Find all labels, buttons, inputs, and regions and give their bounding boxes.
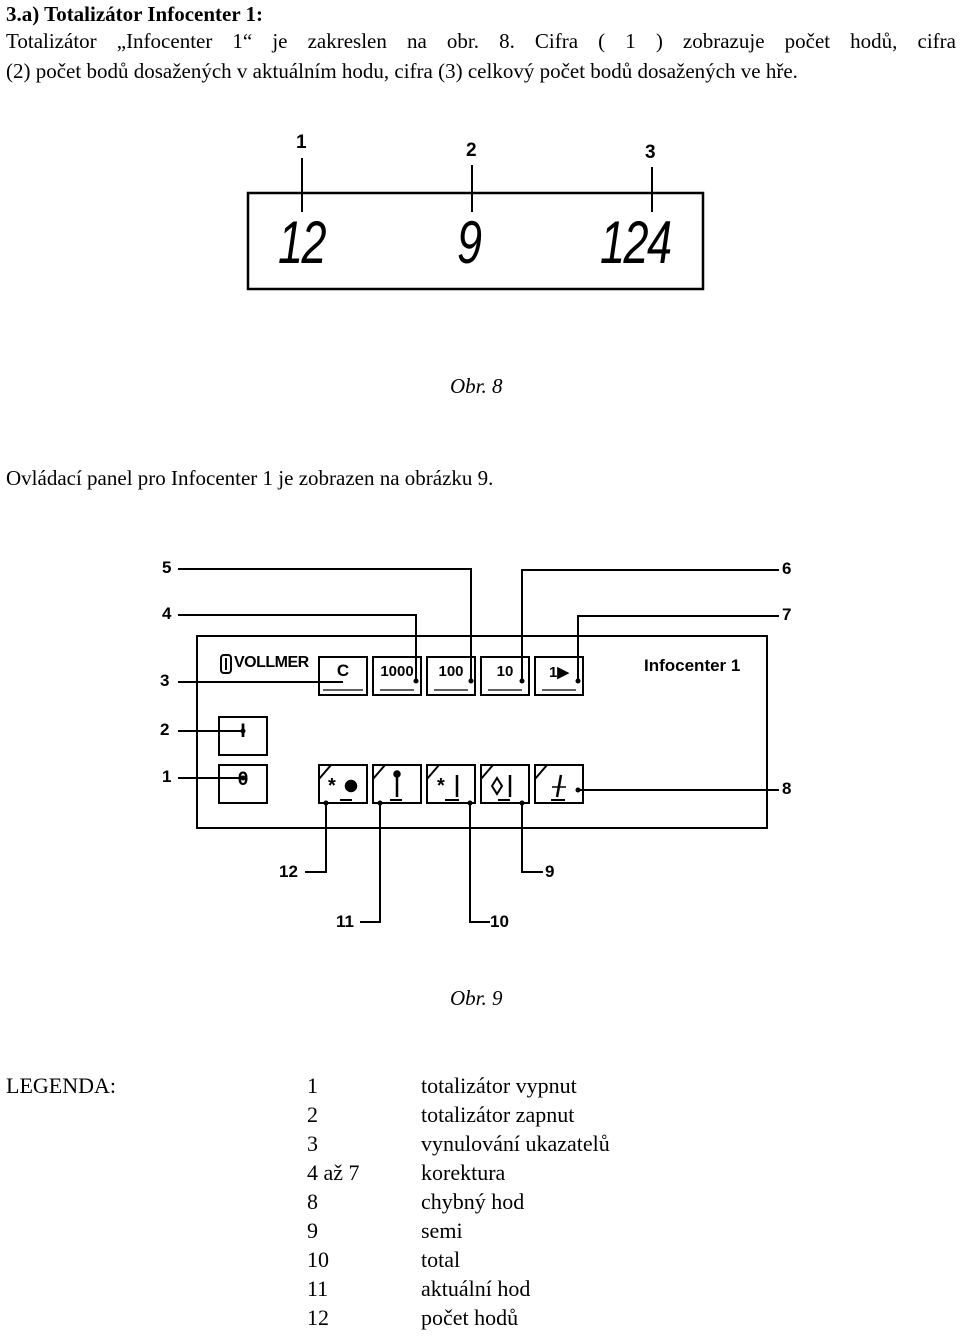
legend-item-number: 3	[307, 1131, 318, 1156]
figure-8-caption: Obr. 8	[450, 374, 503, 398]
leader-6	[521, 569, 779, 680]
panel-callout-2: 2	[160, 720, 170, 739]
legend-item-number: 4 až 7	[307, 1160, 360, 1185]
legend-item-number: 12	[307, 1305, 329, 1330]
button-frame-c	[318, 656, 368, 696]
button-frame-1000	[372, 656, 422, 696]
totalizer-on-button[interactable]: I	[240, 721, 246, 742]
button-frame-1	[534, 656, 584, 696]
panel-callout-8: 8	[782, 779, 792, 798]
button-frame-12	[318, 764, 368, 804]
panel-callout-11: 11	[336, 912, 354, 931]
correction-10-button[interactable]: 10	[496, 663, 514, 680]
panel-callout-9: 9	[545, 862, 555, 881]
legend-item-text: totalizátor zapnut	[421, 1102, 575, 1127]
correction-1000-button[interactable]: 1000	[380, 663, 414, 680]
panel-callout-5: 5	[162, 558, 172, 577]
panel-callout-7: 7	[782, 605, 792, 624]
semi-button[interactable]	[481, 765, 529, 803]
legend-item-text: semi	[421, 1218, 463, 1243]
panel-callout-12: 12	[279, 862, 298, 881]
panel-callout-1: 1	[162, 767, 172, 786]
panel-callout-6: 6	[782, 559, 792, 578]
button-frame-9	[480, 764, 530, 804]
panel-callout-3: 3	[160, 671, 170, 690]
button-frame-10	[426, 764, 476, 804]
foul-shot-button[interactable]	[535, 765, 583, 803]
legend-item-text: vynulování ukazatelů	[421, 1131, 610, 1156]
leader-5	[178, 568, 472, 680]
display-total-points: 124	[600, 209, 672, 276]
panel-title: Infocenter 1	[644, 656, 741, 675]
leader-7	[577, 615, 779, 680]
legend-item-number: 8	[307, 1189, 318, 1214]
ball-icon	[344, 779, 358, 793]
legend-item-number: 2	[307, 1102, 318, 1127]
panel-callout-10: 10	[490, 912, 509, 931]
legend-item-text: total	[421, 1247, 461, 1272]
button-frame-11	[372, 764, 422, 804]
totalizer-off-button[interactable]: 0	[237, 769, 249, 790]
control-panel-paragraph: Ovládací panel pro Infocenter 1 je zobra…	[6, 466, 494, 490]
legend-label: LEGENDA:	[6, 1073, 116, 1098]
svg-text:*: *	[328, 775, 336, 797]
leader-12	[305, 803, 327, 873]
display-current-points: 9	[457, 209, 483, 276]
display-frame	[246, 191, 705, 291]
current-shot-button[interactable]	[373, 765, 421, 803]
display-callout-2: 2	[466, 140, 477, 161]
panel-callout-4: 4	[162, 604, 172, 623]
total-button[interactable]	[427, 765, 475, 803]
reset-button[interactable]: C	[336, 661, 350, 680]
legend-item-text: totalizátor vypnut	[421, 1073, 577, 1098]
correction-1-button[interactable]: 1▶	[549, 664, 569, 681]
brand-name: VOLLMER	[234, 654, 309, 671]
svg-text:*: *	[437, 775, 445, 797]
legend-item-text: aktuální hod	[421, 1276, 531, 1301]
leader-11	[360, 803, 381, 923]
button-frame-10	[480, 656, 530, 696]
legend-item-number: 10	[307, 1247, 329, 1272]
section-heading: 3.a) Totalizátor Infocenter 1:	[6, 2, 264, 26]
intro-paragraph-line1: Totalizátor „Infocenter 1“ je zakreslen …	[6, 29, 956, 53]
legend-item-text: počet hodů	[421, 1305, 519, 1330]
legend-item-text: korektura	[421, 1160, 506, 1185]
legend-item-number: 1	[307, 1073, 318, 1098]
shot-count-button[interactable]	[319, 765, 367, 803]
display-callout-3: 3	[645, 142, 656, 163]
button-frame-on	[218, 716, 268, 756]
legend-item-number: 11	[307, 1276, 329, 1301]
button-frame-100	[426, 656, 476, 696]
button-frame-8	[534, 764, 584, 804]
control-panel-drawing: * *	[178, 568, 779, 923]
legend-item-text: chybný hod	[421, 1189, 525, 1214]
display-shots-count: 12	[278, 209, 327, 276]
display-drawing	[246, 158, 705, 291]
intro-paragraph-line2: (2) počet bodů dosažených v aktuálním ho…	[6, 59, 798, 83]
correction-100-button[interactable]: 100	[438, 663, 464, 680]
vollmer-logo-icon	[220, 654, 232, 674]
leader-10	[469, 803, 490, 923]
legend-item-number: 9	[307, 1218, 318, 1243]
leader-4	[178, 614, 417, 680]
leader-9	[521, 803, 543, 873]
button-frame-off	[218, 764, 268, 804]
display-callout-1: 1	[296, 132, 307, 153]
figure-9-caption: Obr. 9	[450, 986, 503, 1010]
